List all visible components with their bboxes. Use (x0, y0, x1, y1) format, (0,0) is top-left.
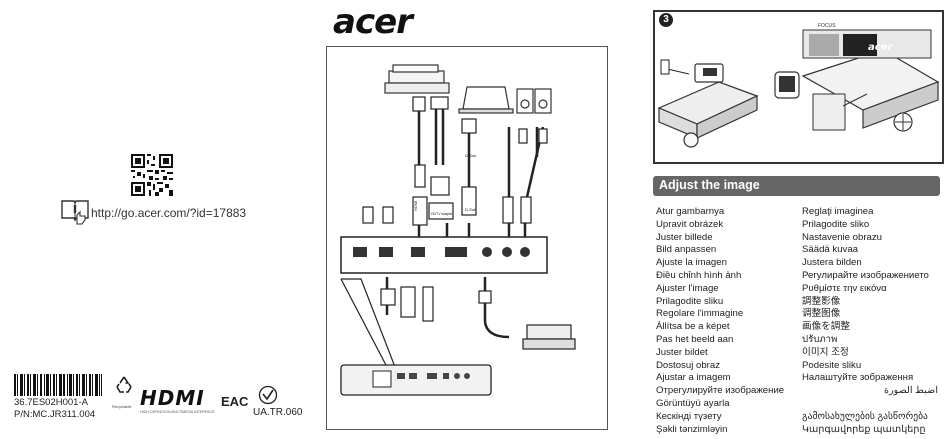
help-url-link[interactable]: http://go.acer.com/?id=17883 (91, 206, 247, 220)
diagram-label-hdtv-adapter: HDTV adapter (431, 212, 454, 216)
acer-logo: acer (333, 2, 413, 42)
recycle-label: Recyclable (112, 404, 132, 409)
translation-item: اضبط الصورة (883, 385, 938, 397)
translation-item: Állítsa be a képet (656, 321, 730, 333)
recycle-icon (116, 376, 132, 393)
translation-item: Điều chỉnh hình ảnh (656, 269, 742, 281)
translation-item: Кескінді түзету (656, 410, 722, 422)
translation-item: Regolare l'immagine (656, 308, 744, 320)
translation-item: Налаштуйте зображення (802, 372, 914, 384)
manual-link-icon[interactable] (60, 196, 90, 226)
connection-diagram-art: HDMI D-Sub D-Sub HDTV adapter (340, 64, 576, 396)
translation-item: Ρυθμίστε την εικόνα (802, 282, 887, 294)
translation-item: Podesite sliku (802, 359, 862, 371)
translation-item: Отрегулируйте изображение (656, 385, 785, 397)
translation-item: Juster bildet (656, 346, 708, 358)
eac-mark: EAC (221, 394, 249, 409)
translation-item: 이미지 조정 (802, 346, 849, 358)
projector-focus-art: acer (657, 29, 940, 148)
part-number-primary: 36.7ES02H001-A (14, 397, 88, 408)
translation-item: ปรับภาพ (802, 333, 838, 345)
translation-item: Justera bilden (802, 257, 862, 269)
translation-item: Dostosuj obraz (656, 359, 720, 371)
translation-item: Ajuste la imagen (656, 257, 727, 269)
step-number-badge: 3 (659, 13, 673, 27)
translation-item: Görüntüyü ayarla (656, 397, 730, 409)
barcode (14, 374, 102, 396)
translation-item: Juster billede (656, 231, 713, 243)
translation-item: Atur gambarnya (656, 206, 725, 217)
translations-column-1: Atur gambarnya Upravit obrázek Juster bi… (656, 206, 784, 436)
connection-diagram: HDMI D-Sub D-Sub HDTV adapter (326, 46, 608, 430)
translation-item: Reglaţi imaginea (802, 206, 874, 217)
translation-item: Säädä kuvaa (802, 244, 859, 256)
diagram-label-hdmi: HDMI (413, 201, 418, 211)
translation-item: Կարգավորեք պատկերը (802, 423, 926, 435)
translation-item: Регулирайте изображението (802, 269, 929, 281)
diagram-label-dsub-bottom: D-Sub (465, 207, 477, 212)
translation-item: Bild anpassen (656, 244, 717, 256)
step-3-illustration: acer (653, 10, 944, 164)
translation-item: Nastavenie obrazu (802, 231, 882, 243)
ua-conformity-icon (258, 385, 278, 405)
section-title: Adjust the image (659, 178, 760, 192)
translation-item: 调整图像 (802, 308, 841, 320)
focus-label: FOCUS (818, 23, 836, 29)
hdmi-logo: HDMI (140, 386, 205, 410)
diagram-label-dsub-top: D-Sub (465, 153, 477, 158)
translation-item: Prilagodite sliko (802, 218, 870, 230)
translations-column-2: Reglaţi imaginea Prilagodite sliko Nasta… (802, 206, 938, 436)
translation-item: Ajustar a imagem (656, 372, 731, 384)
translation-item: 調整影像 (802, 295, 841, 307)
translation-item: Ajuster l'image (656, 282, 719, 294)
part-number-secondary: P/N:MC.JR311.004 (14, 409, 96, 420)
plate-logo: acer (868, 42, 893, 53)
translation-item (802, 398, 938, 411)
section-header-bar (653, 176, 940, 196)
translation-item: 画像を調整 (802, 321, 850, 333)
translation-item: Pas het beeld aan (656, 333, 734, 345)
translation-item: Upravit obrázek (656, 218, 724, 230)
hdmi-tagline: HIGH-DEFINITION MULTIMEDIA INTERFACE (140, 410, 215, 414)
translation-item: Prilagodite sliku (656, 295, 724, 307)
qr-code (131, 154, 173, 196)
translation-item: Şəkli tənzimləyin (656, 423, 728, 435)
translation-item: გამოსახულების გასწორება (802, 410, 928, 422)
ua-label: UA.TR.060 (253, 407, 303, 418)
